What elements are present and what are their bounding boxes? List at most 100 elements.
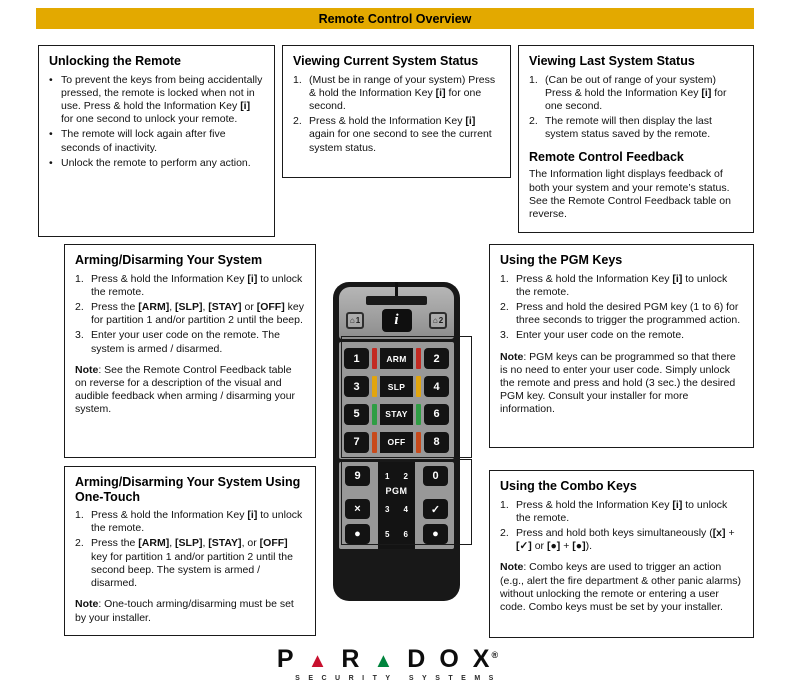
key-4: 4 [424, 376, 449, 398]
green-triangle-icon: ▲ [373, 650, 408, 672]
list-number: 1. [500, 272, 509, 285]
list-item: 2. Press and hold the desired PGM key (1… [500, 300, 741, 327]
key-7: 7 [344, 431, 369, 453]
pgm-tag-3: 3 [385, 504, 390, 514]
page-title: Remote Control Overview [36, 8, 754, 29]
list-number: 1. [293, 73, 302, 86]
key-0: 0 [423, 466, 448, 486]
main-keypad: 1 ARM 2 3 SLP 4 5 STAY 6 7 [339, 342, 454, 459]
list-number: 2. [293, 115, 302, 128]
list-item: 3. Enter your user code on the remote. T… [75, 329, 280, 355]
key-5: 5 [344, 403, 369, 425]
list-number: 2. [500, 300, 509, 313]
note-text: Note: PGM keys can be programmed so that… [500, 350, 736, 416]
partition2-icon: ⌂2 [429, 312, 447, 329]
indicator-bar [416, 376, 421, 398]
list-item: 3. Enter your user code on the remote. [500, 329, 685, 342]
page-title-text: Remote Control Overview [318, 11, 472, 26]
indicator-bar [416, 431, 421, 453]
remote-top-panel: ⌂1 i ⌂2 [339, 282, 454, 339]
key-9: 9 [345, 466, 370, 486]
list-item: 1. (Can be out of range of your system) … [529, 73, 727, 112]
registered-mark: ® [491, 649, 513, 660]
section-heading: Viewing Current System Status [293, 54, 479, 68]
list-item: 1. (Must be in range of your system) Pre… [293, 73, 496, 112]
info-key: i [381, 309, 412, 332]
pgm-row-3: ● 5 6 ● [339, 524, 454, 544]
list-number: 1. [500, 498, 509, 511]
list-item: 1. Press & hold the Information Key [i] … [75, 509, 303, 535]
arm-label: ARM [380, 348, 413, 370]
off-label: OFF [380, 431, 413, 453]
section-heading: Using the PGM Keys [500, 253, 623, 267]
keypad-row-off: 7 OFF 8 [344, 430, 449, 455]
section-combo-keys: Using the Combo Keys 1. Press & hold the… [489, 470, 754, 638]
paradox-logo: P▲R▲DOX® SECURITY SYSTEMS [0, 645, 789, 683]
note-text: Note: One-touch arming/disarming must be… [75, 598, 294, 624]
list-item: 2. Press the [ARM], [SLP], [STAY], or [O… [75, 537, 293, 590]
antenna-line [395, 282, 398, 298]
feedback-text: The Information light displays feedback … [529, 168, 731, 220]
keypad-row-stay: 5 STAY 6 [344, 402, 449, 427]
pgm-tag-5: 5 [385, 529, 390, 539]
list-item: 2. The remote will then display the last… [529, 115, 712, 141]
section-unlocking: Unlocking the Remote To prevent the keys… [38, 45, 275, 237]
list-item: 1. Press & hold the Information Key [i] … [500, 272, 728, 298]
list-item: 1. Press & hold the Information Key [i] … [500, 498, 728, 524]
indicator-bar [372, 376, 377, 398]
logo-word: P▲R▲DOX® [276, 645, 513, 673]
indicator-bar [416, 348, 421, 370]
pgm-tag-2: 2 [403, 471, 408, 481]
list-item: To prevent the keys from being accidenta… [49, 74, 264, 127]
red-triangle-icon: ▲ [307, 650, 342, 672]
indicator-bar [372, 403, 377, 425]
house-icon: ⌂ [349, 316, 355, 325]
remote-display-bar [366, 296, 427, 305]
pgm-tag-1: 1 [385, 471, 390, 481]
keypad-row-arm: 1 ARM 2 [344, 346, 449, 371]
key-3: 3 [344, 376, 369, 398]
pgm-tag-6: 6 [403, 529, 408, 539]
section-pgm-keys: Using the PGM Keys 1. Press & hold the I… [489, 244, 754, 448]
section-heading-feedback: Remote Control Feedback [529, 149, 684, 164]
list-item: 2. Press and hold both keys simultaneous… [500, 526, 735, 553]
section-viewing-last-status: Viewing Last System Status 1. (Can be ou… [518, 45, 754, 233]
note-text: Note: Combo keys are used to trigger an … [500, 561, 742, 614]
section-heading: Using the Combo Keys [500, 479, 637, 493]
stay-label: STAY [380, 403, 413, 425]
section-viewing-current-status: Viewing Current System Status 1. (Must b… [282, 45, 511, 178]
list-item: 1. Press & hold the Information Key [i] … [75, 272, 303, 298]
pgm-row-1: 9 1 2 0 [339, 466, 454, 486]
list-number: 1. [75, 272, 84, 285]
panic-key-left: ● [345, 524, 370, 544]
slp-label: SLP [380, 376, 413, 398]
list-number: 2. [75, 537, 84, 550]
remote-illustration: ⌂1 i ⌂2 1 ARM 2 3 SLP [333, 282, 460, 601]
pgm-row-2: × 3 4 ✓ [339, 499, 454, 519]
section-heading: Arming/Disarming Your System [75, 253, 263, 267]
list-item: 2. Press the [ARM], [SLP], [STAY] or [OF… [75, 300, 304, 327]
indicator-bar [372, 431, 377, 453]
pgm-tag-4: 4 [403, 504, 408, 514]
keypad-row-slp: 3 SLP 4 [344, 374, 449, 399]
partition1-icon: ⌂1 [346, 312, 364, 329]
key-2: 2 [424, 348, 449, 370]
list-number: 2. [500, 526, 509, 539]
list-number: 2. [75, 300, 84, 313]
x-key: × [345, 499, 370, 519]
list-number: 3. [75, 329, 84, 342]
list-number: 1. [529, 73, 538, 86]
note-text: Note: See the Remote Control Feedback ta… [75, 363, 296, 416]
check-key: ✓ [423, 499, 448, 519]
pgm-label: PGM [385, 486, 408, 496]
list-number: 1. [75, 509, 84, 521]
panic-key-right: ● [423, 524, 448, 544]
list-item: Unlock the remote to perform any action. [49, 157, 264, 170]
section-heading: Viewing Last System Status [529, 54, 695, 68]
key-1: 1 [344, 348, 369, 370]
list-item: 2. Press & hold the Information Key [i] … [293, 115, 492, 154]
list-number: 2. [529, 115, 538, 128]
logo-tagline: SECURITY SYSTEMS [295, 675, 502, 682]
section-arming-one-touch: Arming/Disarming Your System Using One-T… [64, 466, 316, 636]
